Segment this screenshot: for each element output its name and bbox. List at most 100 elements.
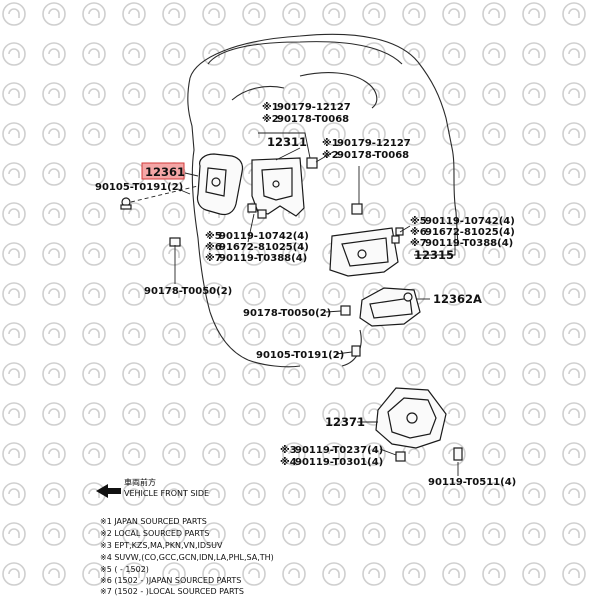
watermark-gear-mark — [568, 48, 580, 58]
watermark-gear — [82, 42, 106, 66]
highlight-12361 — [141, 162, 185, 180]
label-90119-t0511[interactable]: 90119-T0511(4) — [428, 477, 516, 488]
watermark-gear — [82, 522, 106, 546]
label-90119-t0237[interactable]: 90119-T0237(4) — [295, 445, 383, 456]
watermark-gear — [122, 562, 146, 586]
watermark-gear — [162, 202, 186, 226]
watermark-gear — [362, 442, 386, 466]
watermark-gear-mark — [328, 208, 340, 218]
mount-12371 — [375, 387, 447, 449]
watermark-gear-mark — [288, 8, 300, 18]
watermark-gear-mark — [408, 168, 420, 178]
bolts-12311-bottom — [247, 203, 267, 219]
watermark-gear-mark — [568, 288, 580, 298]
watermark-gear — [282, 42, 306, 66]
watermark-gear — [202, 482, 226, 506]
watermark-gear — [402, 82, 426, 106]
label-top-m2[interactable]: 90178-T0068 — [277, 114, 349, 125]
watermark-gear — [482, 562, 506, 586]
watermark-gear — [442, 522, 466, 546]
label-12315[interactable]: 12315 — [414, 248, 454, 262]
notes-block: ※1 JAPAN SOURCED PARTS ※2 LOCAL SOURCED … — [100, 517, 274, 596]
label-12361[interactable]: 12361 — [145, 165, 185, 179]
watermark-gear-mark — [448, 328, 460, 338]
watermark-gear — [482, 362, 506, 386]
mark-6-a: ※6 — [205, 241, 222, 253]
label-12362A[interactable]: 12362A — [433, 292, 482, 306]
watermark-gear-mark — [208, 488, 220, 498]
watermark-gear — [2, 162, 26, 186]
watermark-gear — [362, 2, 386, 26]
watermark-gear — [562, 402, 586, 426]
watermark-gear — [562, 282, 586, 306]
watermark-gear-mark — [168, 488, 180, 498]
watermark-gear — [42, 2, 66, 26]
label-12371[interactable]: 12371 — [325, 415, 365, 429]
watermark-gear — [322, 2, 346, 26]
note-line-2: ※2 LOCAL SOURCED PARTS — [100, 529, 209, 538]
watermark-gear — [522, 242, 546, 266]
watermark-gear — [82, 202, 106, 226]
watermark-gear-mark — [88, 128, 100, 138]
label-90105-bot[interactable]: 90105-T0191(2) — [256, 350, 344, 361]
watermark-gear — [2, 442, 26, 466]
watermark-gear — [442, 362, 466, 386]
watermark-gear-mark — [568, 8, 580, 18]
watermark-gear — [202, 2, 226, 26]
watermark-gear — [122, 82, 146, 106]
watermark-gear-mark — [488, 8, 500, 18]
watermark-gear-mark — [328, 568, 340, 578]
watermark-gear — [442, 82, 466, 106]
watermark-gear-mark — [128, 48, 140, 58]
watermark-gear-mark — [488, 488, 500, 498]
watermark-gear — [482, 282, 506, 306]
watermark-gear — [242, 482, 266, 506]
watermark-pattern — [2, 2, 586, 586]
watermark-gear-mark — [48, 48, 60, 58]
label-12311[interactable]: 12311 — [267, 135, 307, 149]
watermark-gear — [522, 122, 546, 146]
label-r-90119-a[interactable]: 90119-10742(4) — [425, 216, 515, 227]
watermark-gear-mark — [408, 328, 420, 338]
watermark-gear-mark — [368, 488, 380, 498]
label-90119-a[interactable]: 90119-10742(4) — [219, 231, 309, 242]
label-90105-top[interactable]: 90105-T0191(2) — [95, 182, 183, 193]
label-90178-mid[interactable]: 90178-T0050(2) — [243, 308, 331, 319]
watermark-gear-mark — [528, 408, 540, 418]
bolt-12371-left — [395, 451, 406, 462]
label-90119-b[interactable]: 90119-T0388(4) — [219, 253, 307, 264]
label-90178-left[interactable]: 90178-T0050(2) — [144, 286, 232, 297]
watermark-gear-mark — [408, 568, 420, 578]
watermark-gear — [482, 122, 506, 146]
watermark-gear-mark — [208, 288, 220, 298]
watermark-gear — [82, 442, 106, 466]
watermark-gear-mark — [488, 128, 500, 138]
watermark-gear — [322, 362, 346, 386]
label-mid-m1[interactable]: 90179-12127 — [337, 138, 411, 149]
label-90119-t0301[interactable]: 90119-T0301(4) — [295, 457, 383, 468]
label-r-91672[interactable]: 91672-81025(4) — [425, 227, 515, 238]
watermark-gear-mark — [208, 48, 220, 58]
watermark-gear — [202, 402, 226, 426]
watermark-gear-mark — [528, 48, 540, 58]
label-r-90119-b[interactable]: 90119-T0388(4) — [425, 238, 513, 249]
mark-3: ※3 — [280, 444, 297, 456]
watermark-gear-mark — [208, 328, 220, 338]
watermark-gear-mark — [248, 88, 260, 98]
watermark-gear — [82, 122, 106, 146]
watermark-gear — [442, 482, 466, 506]
watermark-gear — [562, 482, 586, 506]
label-91672-a[interactable]: 91672-81025(4) — [219, 242, 309, 253]
watermark-gear — [202, 522, 226, 546]
watermark-gear — [562, 522, 586, 546]
watermark-gear-mark — [88, 208, 100, 218]
watermark-gear — [82, 162, 106, 186]
label-mid-m2[interactable]: 90178-T0068 — [337, 150, 409, 161]
watermark-gear-mark — [48, 368, 60, 378]
watermark-gear — [522, 42, 546, 66]
watermark-gear — [442, 562, 466, 586]
watermark-gear — [242, 402, 266, 426]
watermark-gear-mark — [208, 248, 220, 258]
watermark-gear — [242, 362, 266, 386]
label-top-m1[interactable]: 90179-12127 — [277, 102, 351, 113]
